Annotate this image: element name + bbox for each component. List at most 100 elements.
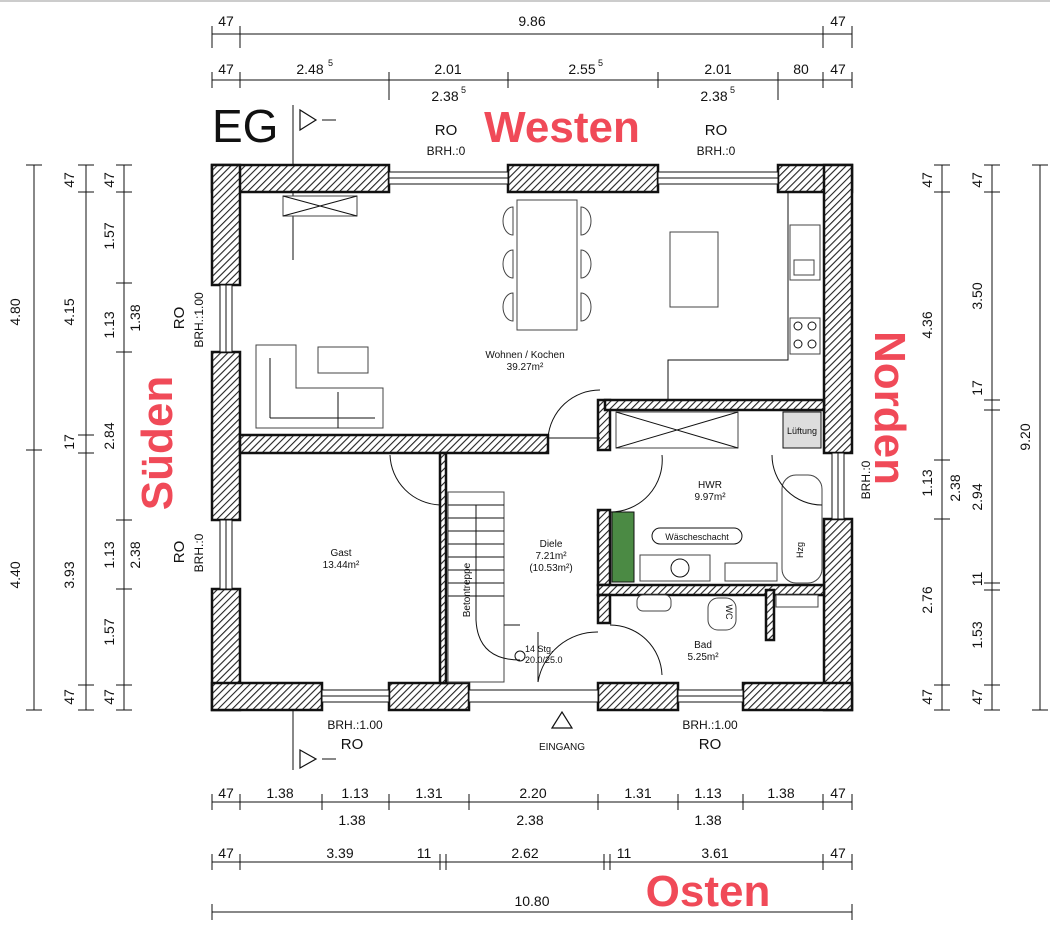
room-bad-name: Bad: [694, 640, 712, 651]
window-ro-label: RO: [171, 307, 188, 330]
room-hwr-area: 9.97m²: [694, 492, 726, 503]
dim-top-inner-2: 2.01: [434, 61, 461, 77]
washer: [639, 554, 711, 582]
window-brh-label: BRH.:0: [697, 144, 736, 158]
dim-bottom-4: 2.20: [519, 785, 546, 801]
orientation-east: Osten: [646, 867, 771, 916]
staircase: [447, 491, 526, 683]
dim-right-inner-3: 2.38: [947, 474, 963, 501]
heating-label: Hzg: [795, 542, 805, 558]
left-dimension-labels: 4.80 4.40 47 4.15 17 3.93 47 47 1.57 1.1…: [7, 172, 143, 705]
dim-bottom2-0: 47: [218, 845, 234, 861]
stairs-steps: 14 Stg.: [525, 644, 554, 654]
dim-top-sub-0: 2.38: [431, 88, 458, 104]
dim-left-mid-1: 3.93: [61, 561, 77, 588]
dim-sup: 5: [598, 58, 603, 68]
dim-right-mid-2: 17: [969, 380, 985, 396]
coffee-table: [317, 346, 369, 374]
dim-right-inner-0: 47: [919, 172, 935, 188]
bottom-dimension-labels: 47 1.38 1.13 1.31 2.20 1.31 1.13 1.38 47…: [218, 785, 846, 909]
interior-walls: [238, 398, 826, 685]
dim-left-inner-7: 1.57: [101, 618, 117, 645]
ventilation-unit: [782, 411, 822, 449]
dim-right-mid-3: 2.94: [969, 483, 985, 510]
dim-left-inner-8: 47: [101, 689, 117, 705]
laundry-chute-tag: [651, 527, 743, 545]
section-marker-bottom: [292, 710, 336, 770]
dim-bottom-5: 1.31: [624, 785, 651, 801]
dim-right-inner-4: 2.76: [919, 586, 935, 613]
shower-tray: [775, 594, 819, 608]
dim-left-inner-4: 2.84: [101, 422, 117, 449]
toilet: [707, 597, 737, 631]
kitchen-counter: [667, 192, 821, 400]
window-brh-label: BRH.:1.00: [192, 292, 206, 348]
room-diele-name: Diele: [540, 539, 563, 550]
windows: [219, 171, 845, 703]
dim-top-inner-5: 80: [793, 61, 809, 77]
dim-left-inner-1: 1.57: [101, 222, 117, 249]
dim-bottom2-3: 2.62: [511, 845, 538, 861]
dim-right-mid-5: 1.53: [969, 621, 985, 648]
dim-left-inner-5: 1.13: [101, 541, 117, 568]
window-brh-label: BRH.:0: [859, 460, 873, 499]
orientation-south: Süden: [133, 376, 182, 510]
dim-top-inner-0: 47: [218, 61, 234, 77]
dim-right-inner-2: 1.13: [919, 469, 935, 496]
dim-right-mid-6: 47: [969, 689, 985, 705]
dim-left-inner-6: 2.38: [127, 541, 143, 568]
top-dimension-chain: 47 9.86 47 47 2.48 5 2.01 2.55 5 2.01 80…: [211, 13, 853, 104]
dim-top-sub-1: 2.38: [700, 88, 727, 104]
dim-top-total: 9.86: [518, 13, 545, 29]
dim-right-mid-4: 11: [969, 572, 985, 587]
stairs-label: Betontreppe: [462, 562, 473, 617]
room-wohnen-name: Wohnen / Kochen: [485, 350, 564, 361]
sink: [636, 594, 672, 612]
dim-left-outer-3: 4.40: [7, 561, 23, 588]
dim-left-mid-bottom: 47: [61, 689, 77, 705]
window-brh-label: BRH.:0: [427, 144, 466, 158]
window-ro-label: RO: [341, 736, 364, 753]
dim-bottom-sub-0: 1.38: [338, 812, 365, 828]
dim-sup: 5: [730, 85, 735, 95]
doors: [389, 389, 823, 683]
window-brh-label: BRH.:1.00: [327, 718, 383, 732]
window-ro-label: RO: [699, 736, 722, 753]
dim-left-mid-0: 4.15: [61, 298, 77, 325]
dim-bottom-3: 1.31: [415, 785, 442, 801]
dim-sup: 5: [328, 58, 333, 68]
dim-bottom-total: 10.80: [514, 893, 549, 909]
orientation-west: Westen: [484, 103, 640, 152]
room-hwr-name: HWR: [698, 480, 722, 491]
stairs-ratio: 20.0/25.0: [525, 655, 563, 665]
dim-right-mid-0: 47: [969, 172, 985, 188]
right-dimension-labels: 47 4.36 1.13 2.38 2.76 47 47 3.50 17 2.9…: [919, 172, 1033, 705]
dim-right-mid-1: 3.50: [969, 282, 985, 309]
heating-tank: [781, 474, 823, 584]
dim-right-inner-1: 4.36: [919, 311, 935, 338]
dining-table: [502, 199, 592, 331]
dim-top-inner-3: 2.55: [568, 61, 595, 77]
dim-bottom-sub-2: 1.38: [694, 812, 721, 828]
dim-top-left: 47: [218, 13, 234, 29]
room-labels: Wohnen / Kochen 39.27m² Gast 13.44m² Die…: [323, 350, 727, 663]
room-gast-name: Gast: [330, 548, 351, 559]
dim-right-total: 9.20: [1017, 423, 1033, 450]
orientation-north: Norden: [865, 331, 914, 485]
window-ro-label: RO: [705, 122, 728, 139]
dim-left-inner-2: 1.13: [101, 311, 117, 338]
window-ro-label: RO: [171, 541, 188, 564]
left-dimension-chain: [26, 164, 132, 711]
dim-left-mid-top: 47: [61, 172, 77, 188]
dim-left-mid-17: 17: [61, 434, 77, 450]
window-brh-label: BRH.:1.00: [682, 718, 738, 732]
room-wohnen-area: 39.27m²: [507, 362, 544, 373]
laundry-chute-label: Wäscheschacht: [665, 532, 729, 542]
dim-top-right: 47: [830, 13, 846, 29]
dim-bottom2-1: 3.39: [326, 845, 353, 861]
level-label: EG: [212, 100, 278, 152]
ventilation-label: Lüftung: [787, 426, 817, 436]
dim-bottom-0: 47: [218, 785, 234, 801]
dim-bottom-sub-1: 2.38: [516, 812, 543, 828]
dryer: [724, 562, 778, 582]
